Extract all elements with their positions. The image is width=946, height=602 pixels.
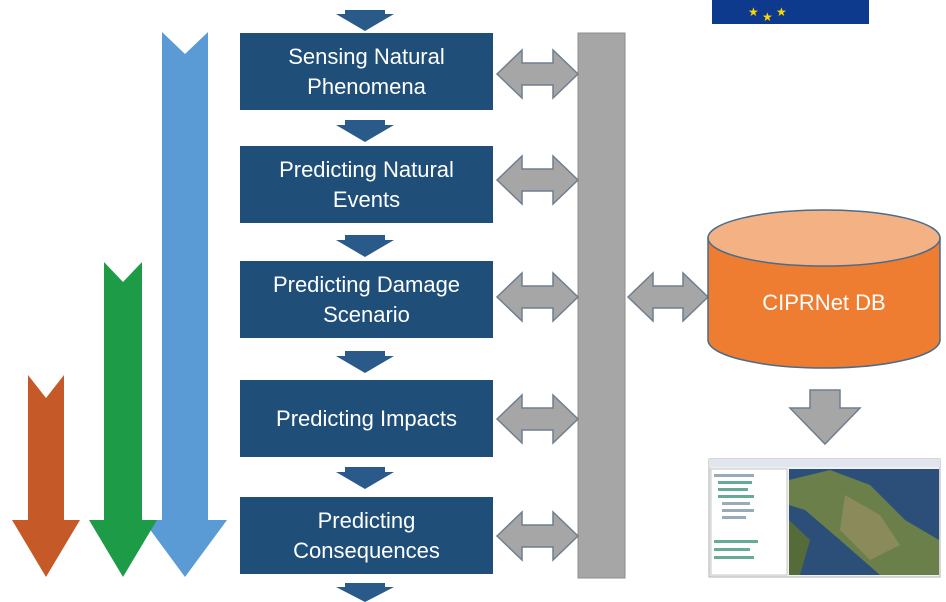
blue-down-arrow (143, 32, 227, 577)
flow-arrow-3 (336, 351, 394, 373)
stage-predicting-damage-scenario: Predicting Damage Scenario (240, 261, 493, 338)
svg-text:★: ★ (762, 10, 773, 24)
integration-bus-bar (577, 32, 626, 579)
flow-arrow-4 (336, 467, 394, 489)
database-label: CIPRNet DB (762, 290, 886, 315)
green-down-arrow (89, 262, 157, 577)
map-screenshot-icon (708, 458, 941, 578)
flow-arrow-top (336, 10, 394, 31)
svg-text:★: ★ (776, 5, 787, 19)
stage-sensing-natural-phenomena: Sensing Natural Phenomena (240, 33, 493, 110)
stage-predicting-natural-events: Predicting Natural Events (240, 146, 493, 223)
svg-text:★: ★ (748, 5, 759, 19)
flow-arrow-1 (336, 120, 394, 142)
stage-predicting-consequences: Predicting Consequences (240, 497, 493, 574)
db-output-arrow (788, 389, 862, 446)
database-cylinder (707, 209, 941, 369)
flow-arrow-2 (336, 235, 394, 257)
eu-flag-icon: ★ ★ ★ (712, 0, 869, 24)
orange-down-arrow (12, 375, 80, 577)
stage-predicting-impacts: Predicting Impacts (240, 380, 493, 457)
double-arrow-icon (495, 48, 710, 562)
flow-arrow-bottom (336, 583, 394, 602)
